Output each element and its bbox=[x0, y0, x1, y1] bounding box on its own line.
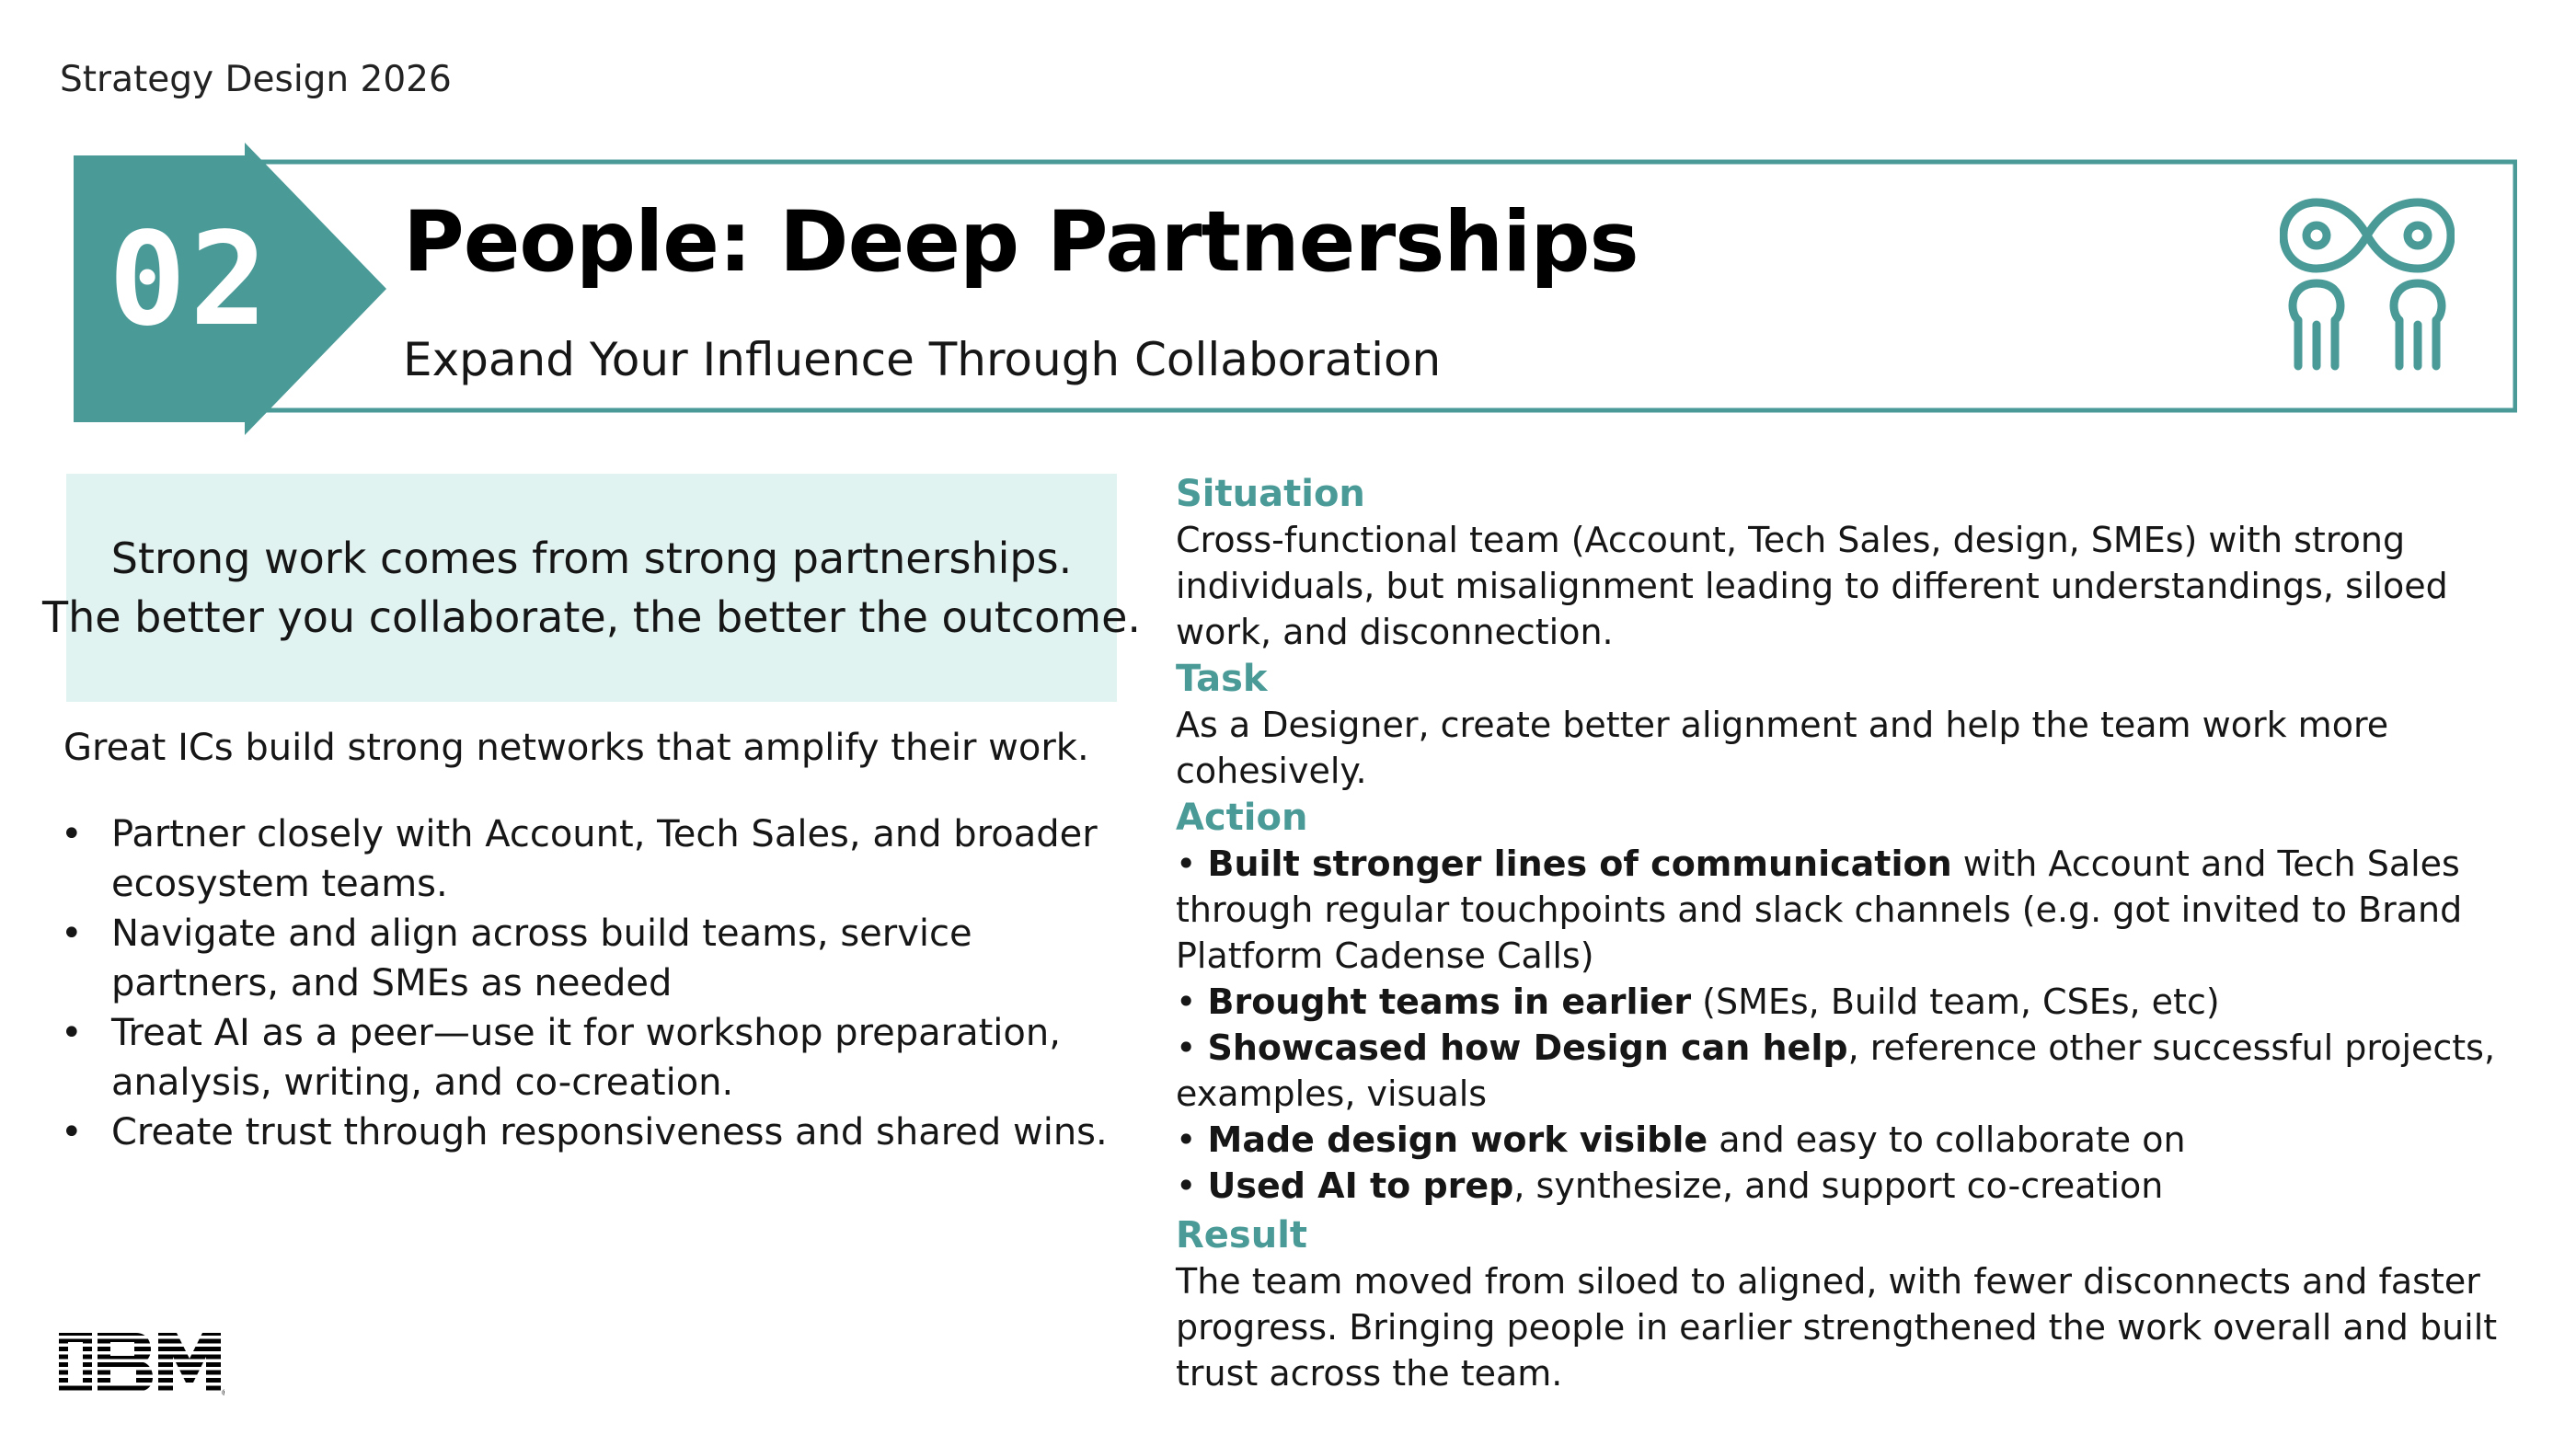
action-item: • Brought teams in earlier (SMEs, Build … bbox=[1176, 981, 2220, 1022]
list-item: Partner closely with Account, Tech Sales… bbox=[61, 809, 1137, 909]
quote-line-2: The better you collaborate, the better t… bbox=[41, 592, 1142, 642]
list-item: Create trust through responsiveness and … bbox=[61, 1107, 1137, 1157]
partnership-figures-icon bbox=[2280, 198, 2455, 371]
result-body: The team moved from siloed to aligned, w… bbox=[1176, 1261, 2498, 1394]
list-item: Navigate and align across build teams, s… bbox=[61, 909, 1137, 1008]
action-item: • Built stronger lines of communication … bbox=[1176, 844, 2463, 976]
banner-arrow bbox=[74, 143, 386, 435]
action-item: • Used AI to prep, synthesize, and suppo… bbox=[1176, 1165, 2164, 1206]
action-item: • Made design work visible and easy to c… bbox=[1176, 1119, 2186, 1160]
list-item: Treat AI as a peer—use it for workshop p… bbox=[61, 1008, 1137, 1107]
page-subtitle: Expand Your Influence Through Collaborat… bbox=[403, 333, 1442, 386]
action-section: Action • Built stronger lines of communi… bbox=[1176, 795, 2537, 1209]
situation-body: Cross-functional team (Account, Tech Sal… bbox=[1176, 520, 2448, 652]
bullet-list: Partner closely with Account, Tech Sales… bbox=[61, 809, 1137, 1157]
banner-frame bbox=[74, 143, 2517, 435]
action-item: • Showcased how Design can help, referen… bbox=[1176, 1027, 2496, 1114]
section-banner bbox=[74, 143, 2517, 437]
svg-text:®: ® bbox=[221, 1389, 224, 1395]
task-section: Task As a Designer, create better alignm… bbox=[1176, 656, 2537, 794]
result-heading: Result bbox=[1176, 1214, 1308, 1257]
action-heading: Action bbox=[1176, 797, 1308, 839]
document-label: Strategy Design 2026 bbox=[60, 59, 452, 100]
situation-section: Situation Cross-functional team (Account… bbox=[1176, 471, 2537, 655]
page-title: People: Deep Partnerships bbox=[403, 194, 1639, 291]
ibm-logo: ® bbox=[59, 1333, 224, 1395]
situation-heading: Situation bbox=[1176, 473, 1365, 515]
lead-text: Great ICs build strong networks that amp… bbox=[63, 727, 1089, 769]
section-number: 02 bbox=[109, 205, 271, 355]
task-heading: Task bbox=[1176, 658, 1268, 700]
result-section: Result The team moved from siloed to ali… bbox=[1176, 1212, 2537, 1396]
task-body: As a Designer, create better alignment a… bbox=[1176, 705, 2389, 791]
quote-box: Strong work comes from strong partnershi… bbox=[42, 474, 1141, 702]
quote-line-1: Strong work comes from strong partnershi… bbox=[110, 534, 1073, 583]
